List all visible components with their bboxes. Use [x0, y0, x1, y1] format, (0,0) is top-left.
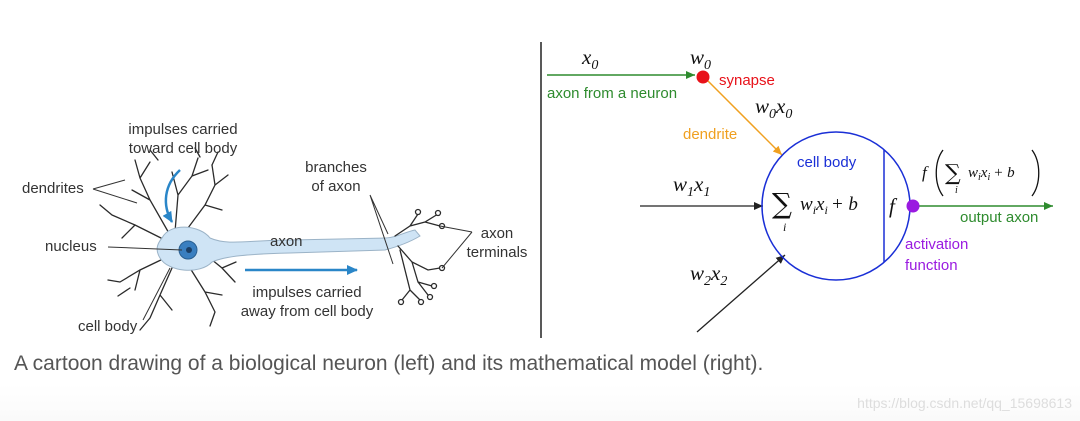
sum-index: i: [783, 220, 786, 234]
label-activation-1: activation: [905, 236, 968, 253]
mathematical-model: x0 w0 synapse axon from a neuron w0x0 de…: [547, 45, 1053, 333]
cell-body-shape: [156, 226, 421, 271]
label-axon-from-neuron: axon from a neuron: [547, 85, 677, 102]
label-axon-terminals-2: terminals: [467, 244, 528, 261]
label-w2x2: w2x2: [690, 261, 727, 289]
label-axon: axon: [270, 233, 303, 250]
sum-expression: wixi+ b: [800, 194, 858, 217]
input-w2x2-line: [696, 254, 786, 333]
output-f: f: [922, 163, 929, 182]
activation-dot: [906, 199, 920, 213]
output-sum-index: i: [955, 185, 958, 196]
watermark-text: https://blog.csdn.net/qq_15698613: [857, 395, 1072, 411]
output-right-paren: [1031, 149, 1040, 197]
label-impulses-away-2: away from cell body: [241, 303, 374, 320]
output-sum-symbol: ∑: [945, 161, 961, 186]
dendrite-line: [705, 78, 783, 156]
label-x0: x0: [581, 45, 598, 73]
label-pointers: [92, 179, 473, 321]
biological-neuron: impulses carried toward cell body dendri…: [22, 121, 527, 335]
label-impulses-away-1: impulses carried: [252, 284, 361, 301]
impulse-toward-arrow: [162, 169, 181, 223]
output-expression: wixi+ b: [968, 165, 1015, 183]
label-impulses-toward-2: toward cell body: [129, 140, 238, 157]
label-axon-terminals-1: axon: [481, 225, 514, 242]
label-dendrite: dendrite: [683, 126, 737, 143]
dendrite-branches: [99, 147, 237, 331]
label-dendrites: dendrites: [22, 180, 84, 197]
label-impulses-toward-1: impulses carried: [128, 121, 237, 138]
label-cell-body: cell body: [78, 318, 138, 335]
label-w1x1: w1x1: [673, 172, 710, 200]
axon-terminal-branches: [394, 208, 446, 306]
output-left-paren: [935, 149, 944, 197]
label-w0: w0: [690, 45, 711, 73]
label-output-axon: output axon: [960, 209, 1038, 226]
label-activation-2: function: [905, 257, 958, 274]
label-synapse: synapse: [719, 72, 775, 89]
footer-band: [0, 384, 1080, 421]
label-model-cell-body: cell body: [797, 154, 857, 171]
label-branches-2: of axon: [311, 178, 360, 195]
sum-symbol: ∑: [772, 187, 792, 220]
activation-f: f: [889, 194, 898, 218]
label-branches-1: branches: [305, 159, 367, 176]
figure-caption: A cartoon drawing of a biological neuron…: [14, 352, 764, 375]
synapse-dot: [696, 70, 710, 84]
label-w0x0: w0x0: [755, 94, 792, 122]
label-nucleus: nucleus: [45, 238, 97, 255]
